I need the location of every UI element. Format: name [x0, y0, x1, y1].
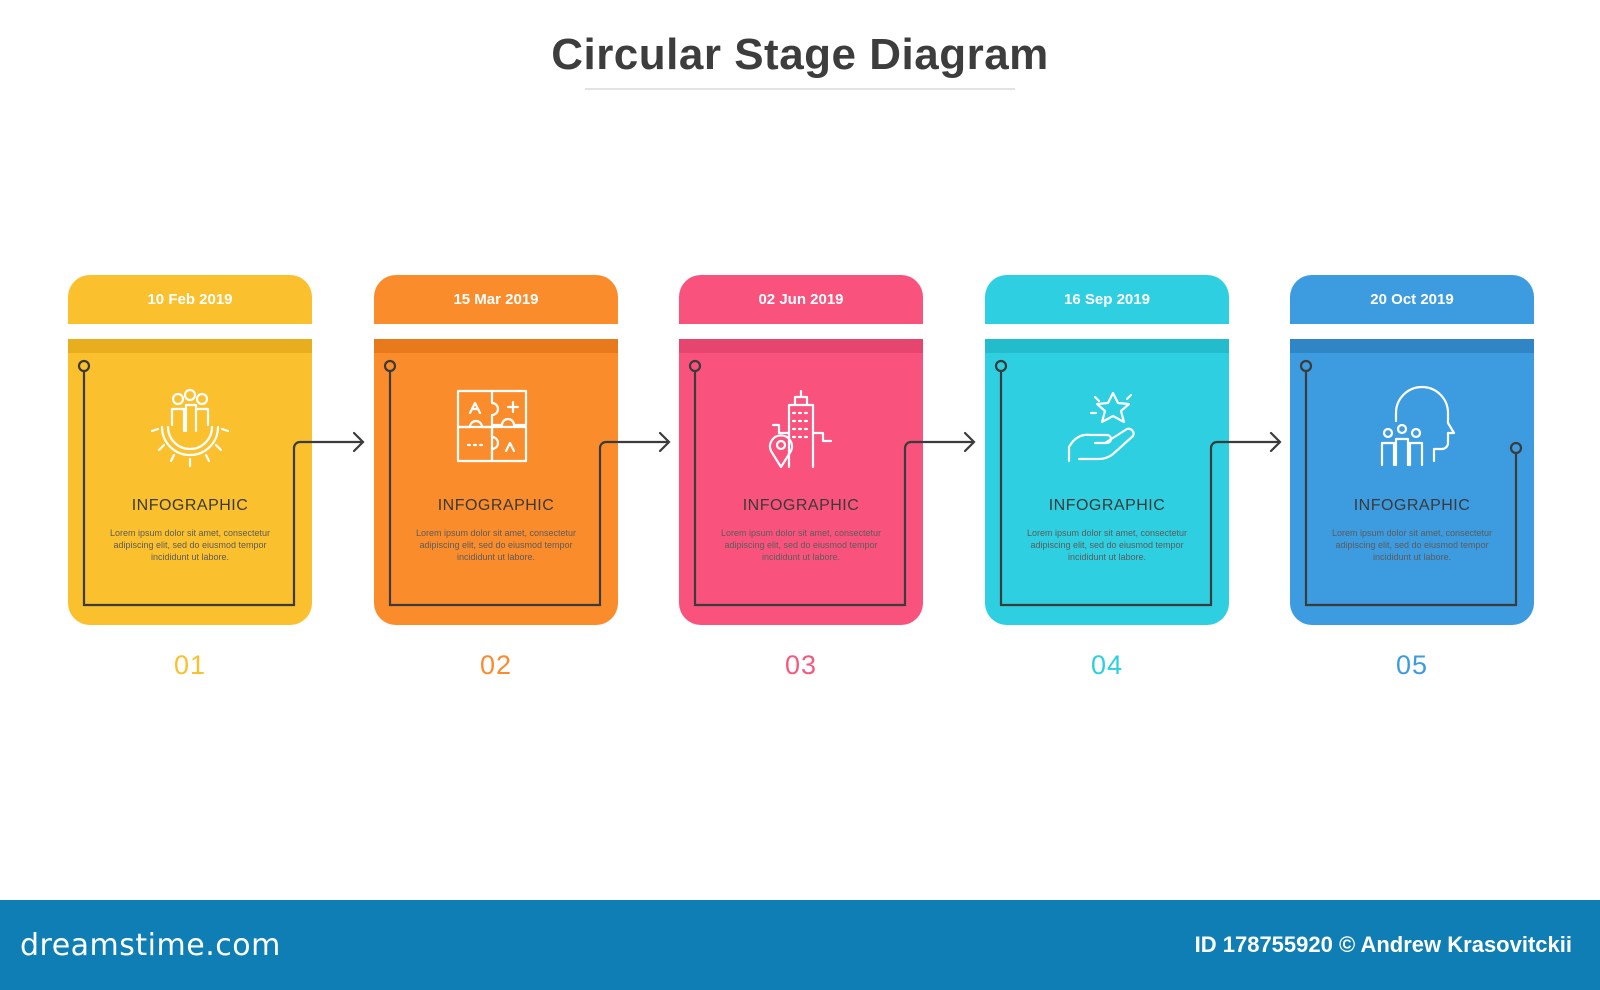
puzzle-icon — [456, 389, 528, 463]
stage-connectors — [77, 359, 1523, 607]
stage-number: 05 — [1395, 650, 1429, 680]
building-location-icon — [768, 389, 833, 469]
stage-label: INFOGRAPHIC — [742, 497, 860, 514]
arrow-right-icon — [963, 431, 976, 453]
stage-label: INFOGRAPHIC — [1353, 497, 1471, 514]
connector-start-dot — [994, 359, 1008, 373]
page-title: Circular Stage Diagram — [551, 30, 1049, 79]
arrow-right-icon — [352, 431, 365, 453]
connector-start-dot — [383, 359, 397, 373]
stage-date: 02 Jun 2019 — [679, 275, 923, 324]
connector-line — [82, 371, 363, 607]
stage-band — [68, 339, 312, 353]
stage-date: 10 Feb 2019 — [68, 275, 312, 324]
arrow-right-icon — [1269, 431, 1282, 453]
connector-start-dot — [688, 359, 702, 373]
title-underline — [585, 88, 1015, 90]
footer-credit: ID 178755920 © Andrew Krasovitckii — [1194, 932, 1572, 957]
stage-label: INFOGRAPHIC — [131, 497, 249, 514]
stage-description: Lorem ipsum dolor sit amet, consectetur … — [1331, 528, 1493, 562]
stage-date: 20 Oct 2019 — [1290, 275, 1534, 324]
connector-end-dot — [1509, 441, 1523, 455]
stage-label: INFOGRAPHIC — [437, 497, 555, 514]
stage-description: Lorem ipsum dolor sit amet, consectetur … — [415, 528, 577, 562]
footer-brand: dreamstime.com — [20, 928, 281, 963]
connector-line — [1304, 371, 1518, 607]
stage-number: 03 — [784, 650, 818, 680]
connector-start-dot — [77, 359, 91, 373]
head-people-icon — [1380, 385, 1456, 467]
stage-body — [1290, 339, 1534, 625]
footer-bar: dreamstime.com ID 178755920 © Andrew Kra… — [0, 900, 1600, 990]
stage-body — [985, 339, 1229, 625]
stage-date: 16 Sep 2019 — [985, 275, 1229, 324]
team-gear-icon — [150, 388, 230, 468]
stage-body — [68, 339, 312, 625]
stage-body — [679, 339, 923, 625]
stage-date: 15 Mar 2019 — [374, 275, 618, 324]
hand-star-icon — [1067, 391, 1135, 463]
connector-line — [388, 371, 669, 607]
stage-band — [985, 339, 1229, 353]
stage-description: Lorem ipsum dolor sit amet, consectetur … — [720, 528, 882, 562]
stage-number: 04 — [1090, 650, 1124, 680]
stage-number: 01 — [173, 650, 207, 680]
stage-band — [679, 339, 923, 353]
connector-line — [999, 371, 1280, 607]
stage-label: INFOGRAPHIC — [1048, 497, 1166, 514]
connector-start-dot — [1299, 359, 1313, 373]
arrow-right-icon — [658, 431, 671, 453]
stage-number: 02 — [479, 650, 513, 680]
stage-description: Lorem ipsum dolor sit amet, consectetur … — [1026, 528, 1188, 562]
stage-band — [1290, 339, 1534, 353]
connector-line — [693, 371, 974, 607]
stage-band — [374, 339, 618, 353]
stage-description: Lorem ipsum dolor sit amet, consectetur … — [109, 528, 271, 562]
stage-body — [374, 339, 618, 625]
